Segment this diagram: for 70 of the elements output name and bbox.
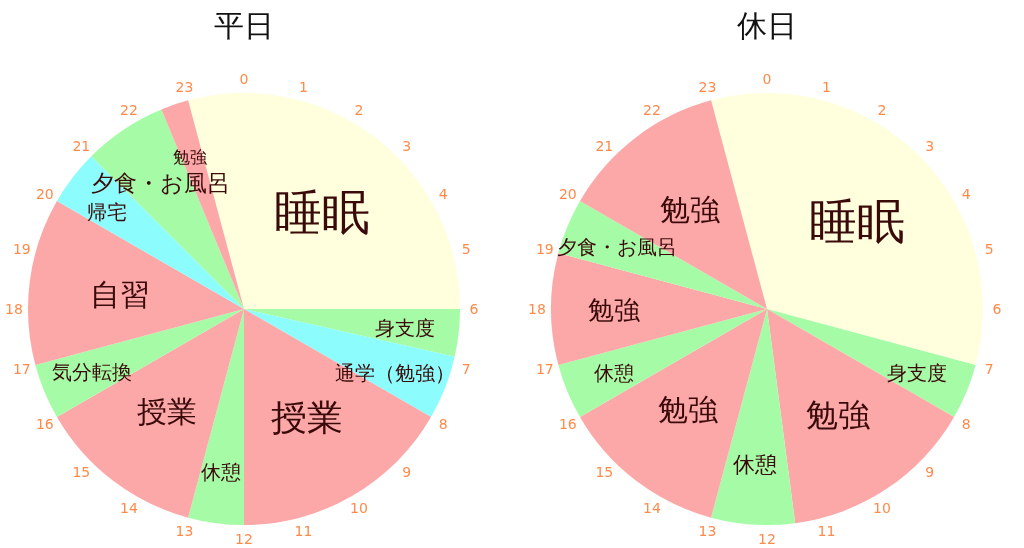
slice-label: 自習: [90, 280, 150, 310]
hour-label: 5: [984, 242, 994, 257]
hour-label: 20: [35, 187, 54, 201]
slice-label: 勉強: [173, 148, 207, 166]
hour-label: 2: [877, 102, 887, 117]
hour-label: 22: [120, 102, 138, 117]
hour-label: 17: [535, 361, 554, 376]
slice-label: 身支度: [887, 363, 947, 383]
hour-label: 10: [873, 501, 891, 516]
hour-label: 14: [643, 501, 661, 516]
hour-label: 12: [758, 532, 776, 546]
hour-label: 13: [698, 524, 717, 539]
slice-label: 通学（勉強）: [335, 363, 455, 383]
hour-label: 22: [643, 102, 661, 117]
hour-label: 1: [822, 79, 831, 94]
hour-label: 9: [925, 464, 935, 479]
hour-label: 2: [354, 102, 364, 117]
slice-label: 授業: [271, 400, 343, 436]
slice-label: 身支度: [375, 318, 435, 338]
chart-title: 平日: [214, 11, 274, 41]
hour-label: 23: [698, 79, 717, 94]
hour-label: 17: [12, 361, 31, 376]
hour-label: 7: [984, 361, 994, 376]
hour-label: 6: [992, 302, 1002, 316]
slice-label: 気分転換: [52, 362, 132, 382]
hour-label: 10: [350, 501, 368, 516]
slice-label: 授業: [137, 397, 197, 427]
slice-label: 睡眠: [274, 188, 370, 236]
hour-label: 9: [402, 464, 412, 479]
hour-label: 21: [72, 139, 91, 154]
hour-label: 20: [558, 187, 577, 201]
hour-label: 23: [175, 79, 194, 94]
slice-label: 勉強: [660, 195, 720, 225]
hour-label: 1: [299, 79, 308, 94]
hour-label: 16: [558, 417, 577, 431]
hour-label: 18: [5, 302, 23, 316]
hour-label: 16: [35, 417, 54, 431]
hour-label: 3: [402, 139, 412, 154]
slice-label: 休憩: [201, 462, 241, 482]
hour-label: 5: [461, 242, 471, 257]
hour-label: 4: [961, 187, 971, 201]
hour-label: 8: [438, 417, 448, 431]
slice-label: 休憩: [733, 454, 777, 476]
slice-label: 休憩: [594, 363, 634, 383]
hour-label: 6: [469, 302, 479, 316]
hour-label: 19: [535, 242, 554, 257]
chart-title: 休日: [737, 11, 797, 41]
slice-label: 夕食・お風呂: [90, 171, 230, 195]
slice-label: 睡眠: [809, 197, 905, 245]
hour-label: 12: [235, 532, 253, 546]
hour-label: 15: [72, 464, 91, 479]
hour-label: 19: [12, 242, 31, 257]
hour-label: 0: [762, 72, 772, 86]
slice-label: 勉強: [806, 399, 870, 431]
hour-label: 3: [925, 139, 935, 154]
hour-label: 14: [120, 501, 138, 516]
hour-label: 21: [595, 139, 614, 154]
hour-label: 11: [817, 524, 836, 539]
hour-label: 18: [528, 302, 546, 316]
hour-label: 8: [961, 417, 971, 431]
slice-label: 夕食・お風呂: [557, 237, 677, 257]
slice-label: 帰宅: [87, 202, 127, 222]
hour-label: 15: [595, 464, 614, 479]
hour-label: 0: [239, 72, 249, 86]
slice-label: 勉強: [588, 297, 640, 323]
slice-label: 勉強: [658, 395, 718, 425]
hour-label: 13: [175, 524, 194, 539]
hour-label: 11: [294, 524, 313, 539]
hour-label: 4: [438, 187, 448, 201]
hour-label: 7: [461, 361, 471, 376]
